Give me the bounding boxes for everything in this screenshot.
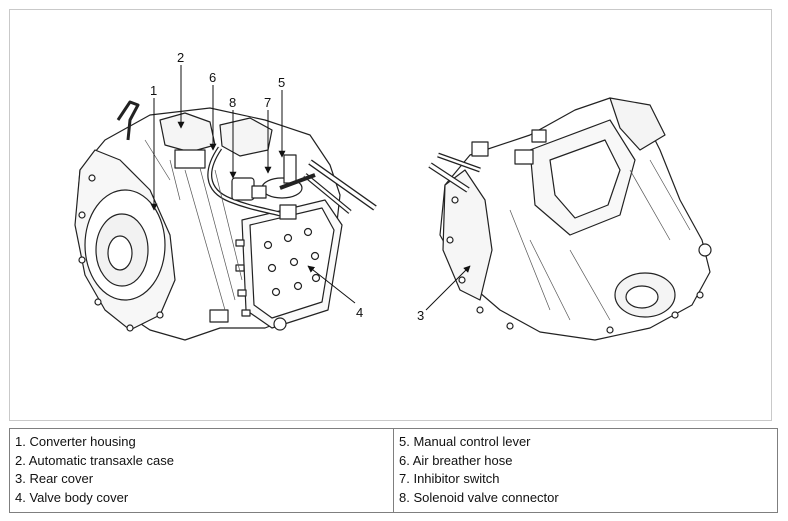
legend-item-transaxle-case: 2. Automatic transaxle case	[15, 452, 174, 468]
leader-lines	[150, 65, 471, 311]
legend-item-manual-control-lever: 5. Manual control lever	[399, 434, 531, 449]
leader-3	[425, 265, 471, 311]
legend-column-right: 5. Manual control lever 6. Air breather …	[393, 429, 777, 512]
transaxle-illustration: 1 2 6 8 7 5 4 3	[74, 50, 712, 341]
callout-6: 6	[209, 70, 216, 85]
callout-8: 8	[229, 95, 236, 110]
legend-item-solenoid-valve-connector: 8. Solenoid valve connector	[399, 489, 559, 505]
callout-1: 1	[150, 83, 157, 98]
legend-column-left: 1. Converter housing 2. Automatic transa…	[10, 429, 393, 512]
right-transaxle-drawing	[428, 97, 712, 341]
callout-2: 2	[177, 50, 184, 65]
callout-5: 5	[278, 75, 285, 90]
legend-item-valve-body-cover: 4. Valve body cover	[15, 489, 129, 505]
legend-item-air-breather-hose: 6. Air breather hose	[399, 452, 513, 468]
legend-table: 1. Converter housing 2. Automatic transa…	[9, 428, 778, 513]
left-transaxle-drawing	[74, 100, 377, 341]
diagram-frame: 1 2 6 8 7 5 4 3	[9, 9, 772, 421]
callout-3: 3	[417, 308, 424, 323]
leader-4	[307, 265, 356, 304]
legend-item-rear-cover: 3. Rear cover	[15, 471, 94, 486]
legend-item-converter-housing: 1. Converter housing	[15, 434, 136, 449]
callout-4: 4	[356, 305, 363, 320]
callout-7: 7	[264, 95, 271, 110]
legend-item-inhibitor-switch: 7. Inhibitor switch	[399, 471, 500, 486]
